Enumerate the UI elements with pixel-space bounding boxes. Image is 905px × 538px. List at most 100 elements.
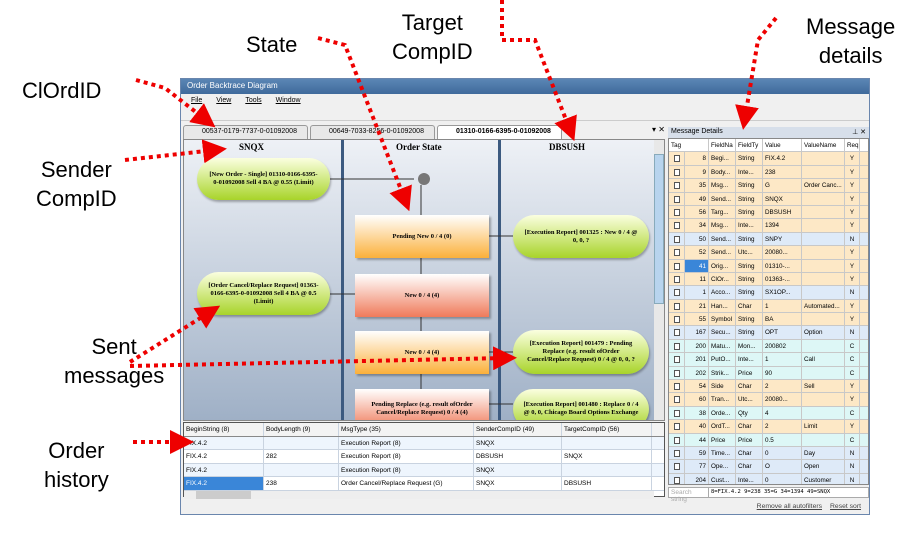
menu-file[interactable]: File xyxy=(191,97,203,104)
col-header[interactable]: Tag xyxy=(669,139,709,152)
col-header[interactable]: MsgType (35) xyxy=(339,423,474,436)
col-header[interactable]: TargetCompID (56) xyxy=(562,423,652,436)
state-new-orange[interactable]: New 0 / 4 (4) xyxy=(355,331,489,374)
node-exec-report-479[interactable]: [Execution Report] 001479 : Pending Repl… xyxy=(513,330,649,374)
tag-cell: 21 xyxy=(685,299,709,313)
cell: PutO... xyxy=(709,353,736,366)
diagram-scrollbar[interactable] xyxy=(654,140,664,420)
cell: Execution Report (8) xyxy=(339,450,474,463)
horizontal-scrollbar[interactable] xyxy=(184,490,654,499)
scroll-thumb[interactable] xyxy=(196,490,251,499)
state-pending-new[interactable]: Pending New 0 / 4 (0) xyxy=(355,215,489,258)
pin-close-icon[interactable]: ⊥ ✕ xyxy=(852,129,866,136)
tab-order-3[interactable]: 01310-0166-6395-0-01092008 xyxy=(436,125,562,139)
state-new-red[interactable]: New 0 / 4 (4) xyxy=(355,274,489,317)
col-header[interactable]: FieldNa xyxy=(709,139,736,152)
col-header[interactable]: ValueName xyxy=(802,139,845,152)
node-exec-report-480[interactable]: [Execution Report] 001480 : Replace 0 / … xyxy=(513,389,649,420)
cell: SNQX xyxy=(474,477,562,490)
col-header[interactable]: SenderCompID (49) xyxy=(474,423,562,436)
cell: Call xyxy=(802,353,845,366)
cell xyxy=(802,272,845,286)
cell: String xyxy=(736,286,763,299)
col-header[interactable]: Req xyxy=(845,139,860,152)
cell xyxy=(802,339,845,353)
tag-cell: 40 xyxy=(685,420,709,433)
state-pending-replace[interactable]: Pending Replace (e.g. result ofOrder Can… xyxy=(355,389,489,420)
annotation-line: history xyxy=(44,467,109,492)
close-icon[interactable]: ▾ ✕ xyxy=(652,125,665,134)
menu-window[interactable]: Window xyxy=(275,97,301,104)
tag-cell: 34 xyxy=(685,219,709,232)
node-exec-report-325[interactable]: [Execution Report] 001325 : New 0 / 4 @ … xyxy=(513,215,649,258)
cell: FIX.4.2 xyxy=(184,463,264,476)
reset-sort-link[interactable]: Reset sort xyxy=(830,503,861,510)
cell: SNQX xyxy=(562,450,652,463)
search-input[interactable]: Search string xyxy=(669,488,709,503)
document-icon xyxy=(669,326,685,339)
col-header[interactable]: Value xyxy=(763,139,802,152)
message-details-panel: Message Details⊥ ✕ Tag FieldNa FieldTy V… xyxy=(668,127,869,515)
cell: Qty xyxy=(736,406,763,420)
cell: 0 xyxy=(763,473,802,484)
cell: Customer xyxy=(802,473,845,484)
tag-cell: 11 xyxy=(685,272,709,286)
cell: G xyxy=(763,179,802,192)
col-header[interactable]: FieldTy xyxy=(736,139,763,152)
cell: Send... xyxy=(709,192,736,205)
tab-order-2[interactable]: 00649-7033-8256-0-01092008 xyxy=(309,125,435,139)
document-icon xyxy=(669,393,685,406)
lane-header-state: Order State xyxy=(396,142,442,152)
tag-cell: 204 xyxy=(685,473,709,484)
cell: Ope... xyxy=(709,460,736,473)
scroll-thumb[interactable] xyxy=(654,154,664,304)
annotation-line: CompID xyxy=(36,186,117,211)
menu-tools[interactable]: Tools xyxy=(245,97,262,104)
node-cancel-replace[interactable]: [Order Cancel/Replace Request] 01363-016… xyxy=(197,272,330,315)
node-new-order[interactable]: [New Order - Single] 01310-0166-6395-0-0… xyxy=(197,158,330,200)
col-header[interactable]: BeginString (8) xyxy=(184,423,264,436)
cell: Y xyxy=(845,152,860,165)
order-history-grid: BeginString (8) BodyLength (9) MsgType (… xyxy=(183,422,665,499)
remove-autofilters-link[interactable]: Remove all autofilters xyxy=(756,503,823,510)
raw-message: 8=FIX.4.2 9=238 35=G 34=1394 49=SNQX xyxy=(711,489,831,495)
cell xyxy=(802,152,845,165)
menu-view[interactable]: View xyxy=(216,97,232,104)
tab-order-1[interactable]: 00537-0179-7737-0-01092008 xyxy=(183,125,308,139)
cell: Msg... xyxy=(709,219,736,232)
annotation-line: Sender xyxy=(40,157,112,182)
cell xyxy=(802,219,845,232)
col-header[interactable]: BodyLength (9) xyxy=(264,423,339,436)
